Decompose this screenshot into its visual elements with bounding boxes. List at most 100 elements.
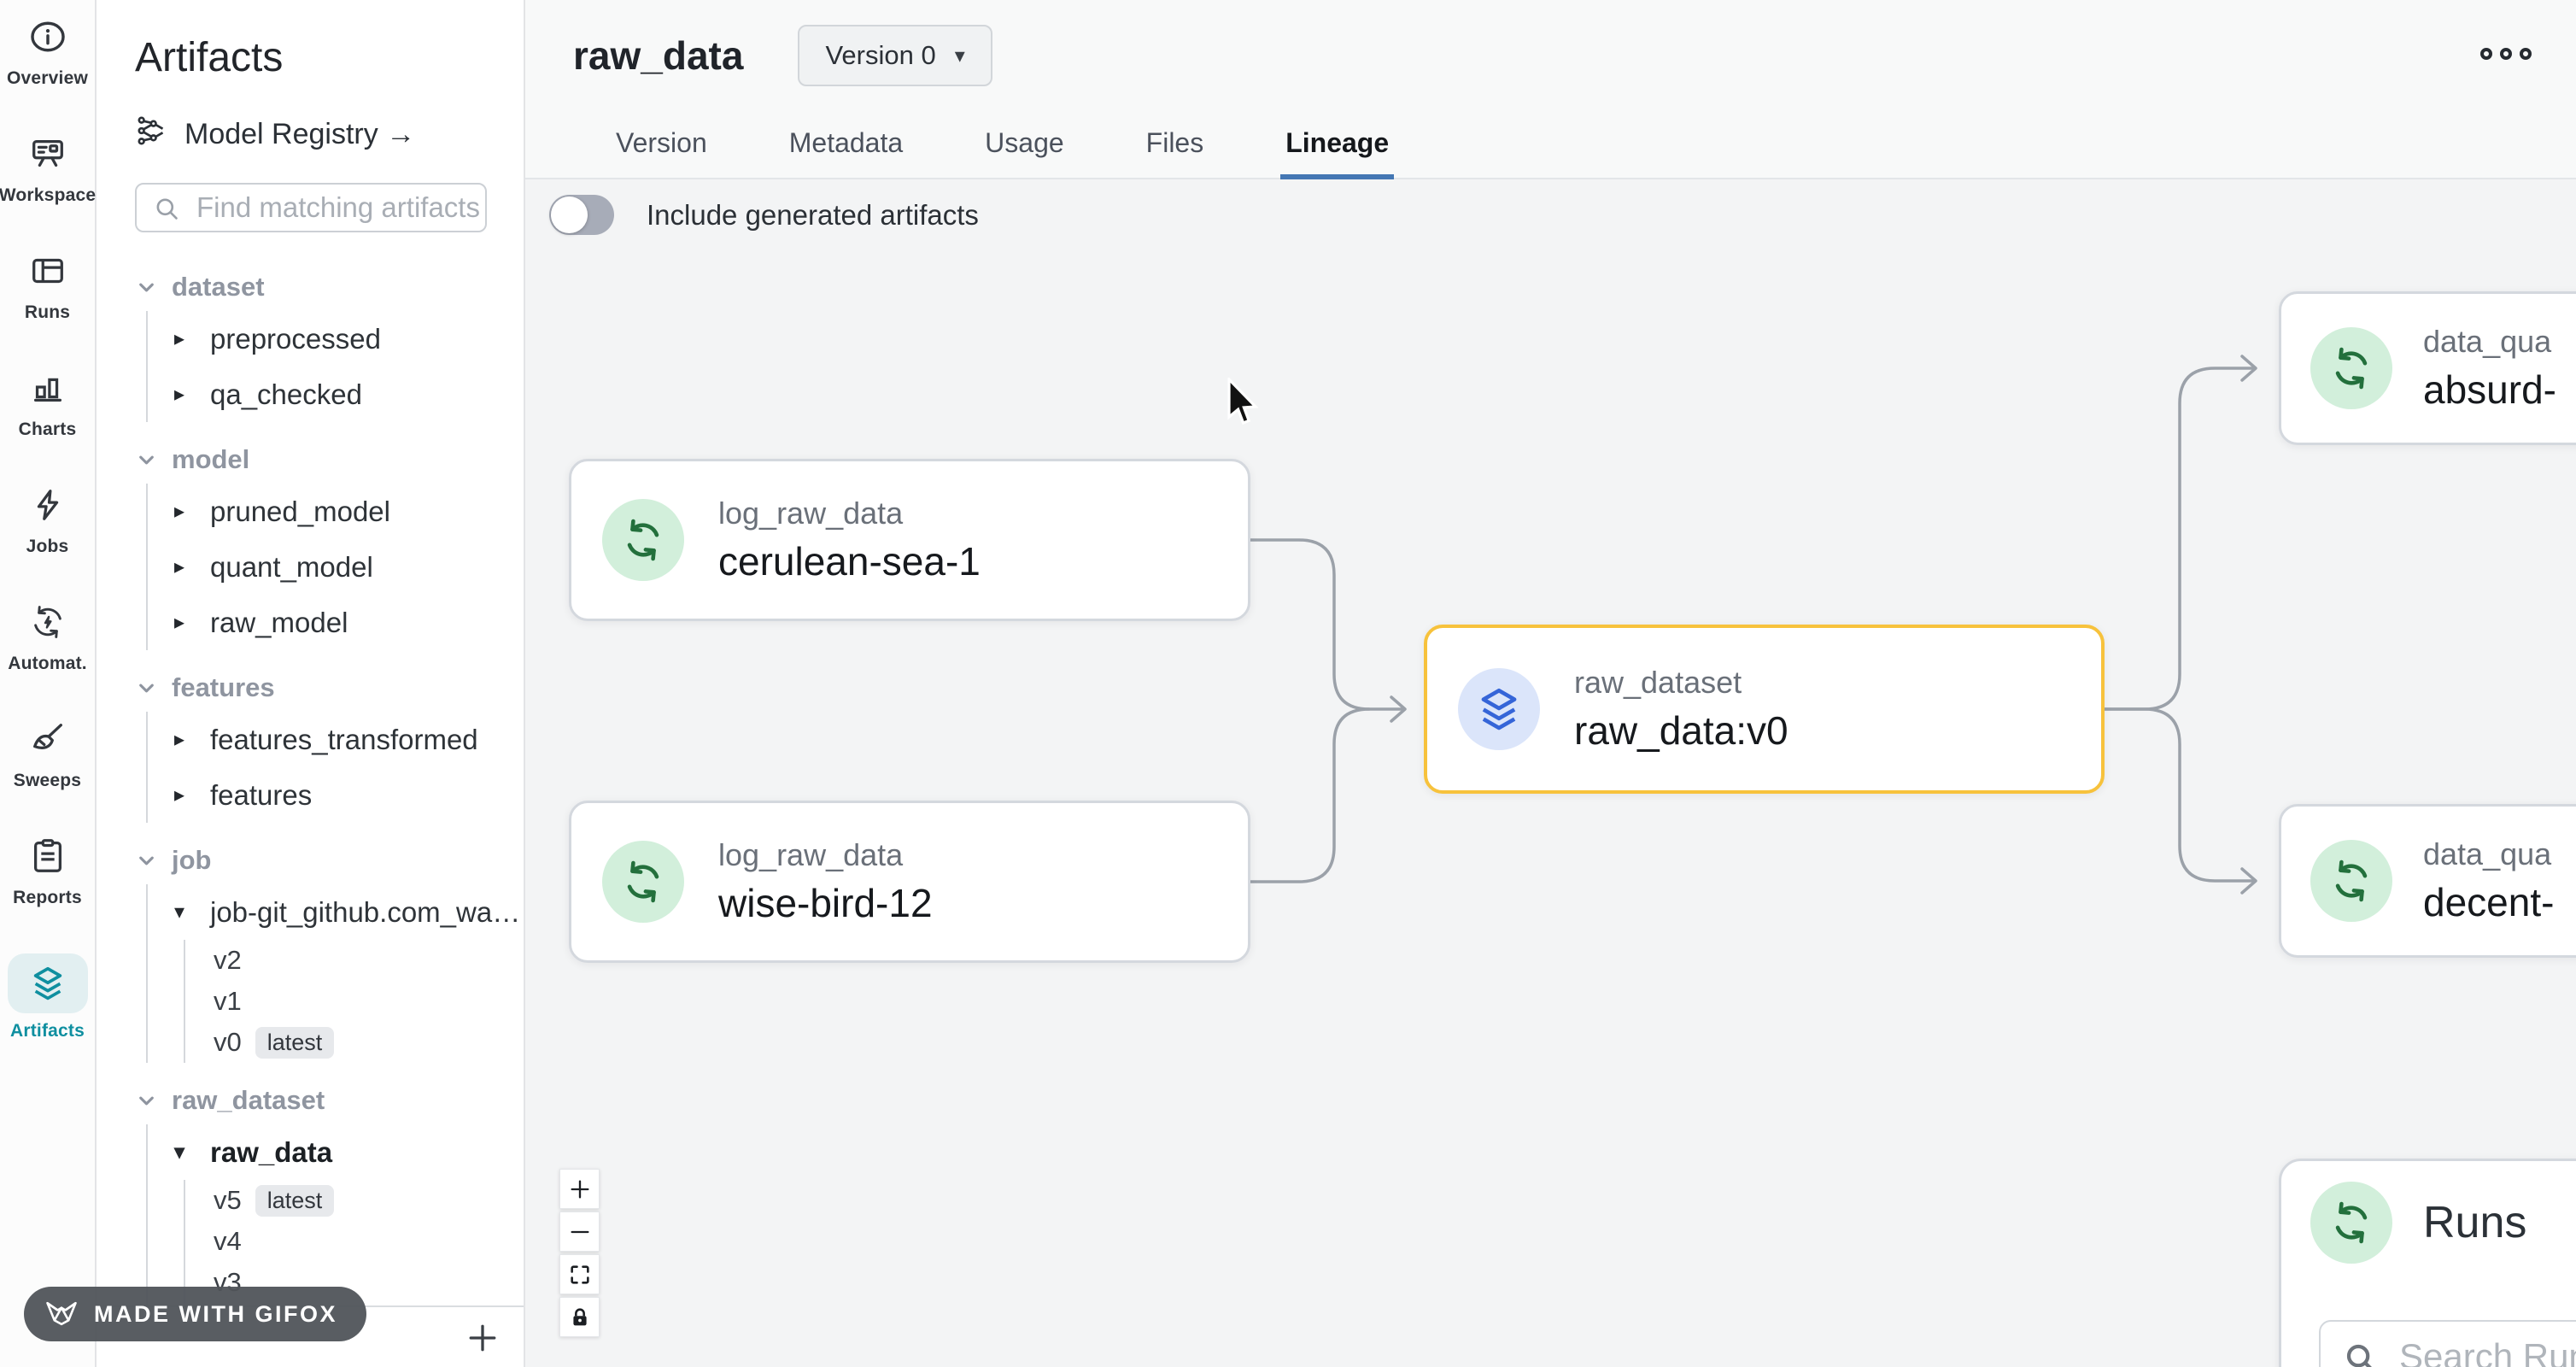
version-dropdown[interactable]: Version 0 ▾ xyxy=(798,25,992,86)
layers-icon xyxy=(7,953,88,1013)
tree-version-v2[interactable]: v2 xyxy=(214,945,242,975)
nav-item-sweeps[interactable]: Sweeps xyxy=(0,719,96,836)
node-run-name: decent- xyxy=(2423,880,2555,924)
canvas-zoom-controls xyxy=(559,1169,600,1337)
chevron-down-icon xyxy=(139,684,154,692)
tree-item-quant-model[interactable]: ▸quant_model xyxy=(174,550,373,583)
nav-label: Automat. xyxy=(8,654,87,673)
tab-lineage[interactable]: Lineage xyxy=(1280,111,1395,179)
lineage-edges xyxy=(1249,355,2257,895)
lineage-canvas[interactable]: Include generated artifacts log_raw_data… xyxy=(525,179,2576,1367)
model-registry-link[interactable]: Model Registry → xyxy=(135,114,524,155)
node-job-label: log_raw_data xyxy=(718,836,904,872)
nav-item-overview[interactable]: Overview xyxy=(0,17,96,134)
tree-item-preprocessed[interactable]: ▸preprocessed xyxy=(174,322,381,355)
tree-category-model[interactable]: model xyxy=(135,436,524,484)
zoom-out-button[interactable] xyxy=(559,1212,600,1252)
bar-chart-icon xyxy=(28,368,67,412)
artifact-search-input[interactable] xyxy=(137,185,485,231)
triangle-down-icon: ▾ xyxy=(174,901,185,924)
nav-item-workspace[interactable]: Workspace xyxy=(0,134,96,251)
minus-icon xyxy=(571,1230,588,1233)
include-generated-toggle[interactable] xyxy=(549,195,614,235)
info-icon xyxy=(28,17,67,61)
clipboard-icon xyxy=(28,836,67,880)
tree-item-features[interactable]: ▸features xyxy=(174,778,313,811)
tree-category-features[interactable]: features xyxy=(135,664,524,712)
lineage-node-raw-data-v0[interactable]: raw_dataset raw_data:v0 xyxy=(1424,625,2105,794)
tree-item-raw-model[interactable]: ▸raw_model xyxy=(174,606,348,638)
nav-item-charts[interactable]: Charts xyxy=(0,368,96,485)
toggle-knob xyxy=(551,197,588,233)
tree-category-dataset[interactable]: dataset xyxy=(135,263,524,311)
runs-search-input[interactable] xyxy=(2321,1322,2576,1367)
node-run-name: wise-bird-12 xyxy=(718,881,933,925)
tab-files[interactable]: Files xyxy=(1145,126,1204,158)
runs-node-header: Runs xyxy=(2310,1182,2576,1264)
tab-version[interactable]: Version xyxy=(616,126,707,158)
overflow-menu-button[interactable] xyxy=(2480,48,2532,60)
plus-icon xyxy=(571,1180,588,1198)
lineage-node-runs-group[interactable]: Runs xyxy=(2279,1159,2576,1367)
run-refresh-icon xyxy=(602,841,684,923)
tree-item-pruned-model[interactable]: ▸pruned_model xyxy=(174,495,390,527)
tree-version-v1[interactable]: v1 xyxy=(214,986,242,1016)
generated-artifacts-toggle-row: Include generated artifacts xyxy=(549,195,979,235)
fit-view-button[interactable] xyxy=(559,1254,600,1294)
zoom-in-button[interactable] xyxy=(559,1169,600,1209)
node-job-label: log_raw_data xyxy=(718,495,904,531)
workspace-icon xyxy=(28,134,67,178)
triangle-right-icon: ▸ xyxy=(174,327,185,350)
tab-usage[interactable]: Usage xyxy=(985,126,1064,158)
artifact-titlebar: raw_data Version 0 ▾ xyxy=(525,0,2576,111)
lock-button[interactable] xyxy=(559,1297,600,1337)
run-refresh-icon xyxy=(2310,327,2392,409)
tree-category-raw-dataset[interactable]: raw_dataset xyxy=(135,1077,524,1124)
artifact-search-box xyxy=(135,183,487,232)
nav-label: Overview xyxy=(7,68,88,88)
node-job-label: data_qua xyxy=(2423,836,2552,871)
toggle-label: Include generated artifacts xyxy=(647,198,979,231)
artifact-layers-icon xyxy=(1458,668,1540,750)
node-artifact-type: raw_dataset xyxy=(1574,664,1742,700)
latest-badge: latest xyxy=(255,1184,335,1217)
tab-metadata[interactable]: Metadata xyxy=(788,126,904,158)
nav-label: Charts xyxy=(18,419,77,439)
tree-item-features-transformed[interactable]: ▸features_transformed xyxy=(174,723,478,755)
nav-item-artifacts[interactable]: Artifacts xyxy=(0,953,96,1071)
nav-label: Artifacts xyxy=(10,1021,85,1041)
chevron-down-icon: ▾ xyxy=(954,44,965,67)
tree-item-raw-data[interactable]: ▾raw_data xyxy=(174,1135,333,1168)
fit-view-icon xyxy=(570,1264,589,1284)
node-run-name: absurd- xyxy=(2423,367,2556,412)
add-artifact-button[interactable] xyxy=(464,1319,501,1357)
tree-item-job-git[interactable]: ▾job-git_github.com_wa… xyxy=(174,895,521,928)
tree-version-v4[interactable]: v4 xyxy=(214,1226,242,1256)
lineage-node-decent[interactable]: data_qua decent- xyxy=(2279,804,2576,958)
tree-item-qa-checked[interactable]: ▸qa_checked xyxy=(174,378,362,410)
broom-icon xyxy=(28,719,67,763)
tree-category-job[interactable]: job xyxy=(135,836,524,884)
registry-network-icon xyxy=(135,114,169,155)
nav-item-jobs[interactable]: Jobs xyxy=(0,485,96,602)
lineage-node-wise-bird-12[interactable]: log_raw_data wise-bird-12 xyxy=(569,801,1250,963)
lightning-icon xyxy=(28,485,67,529)
nav-label: Workspace xyxy=(0,185,97,205)
run-refresh-icon xyxy=(602,499,684,581)
node-artifact-name: raw_data:v0 xyxy=(1574,708,1789,753)
gifox-label: MADE WITH GIFOX xyxy=(94,1300,337,1327)
search-icon xyxy=(2346,1344,2372,1367)
gifox-watermark: MADE WITH GIFOX xyxy=(24,1287,366,1341)
nav-item-automations[interactable]: Automat. xyxy=(0,602,96,719)
sidebar-title: Artifacts xyxy=(135,35,284,80)
nav-item-runs[interactable]: Runs xyxy=(0,251,96,368)
automation-icon xyxy=(28,602,67,646)
nav-item-reports[interactable]: Reports xyxy=(0,836,96,953)
lock-icon xyxy=(572,1307,587,1325)
nav-label: Runs xyxy=(24,302,71,322)
